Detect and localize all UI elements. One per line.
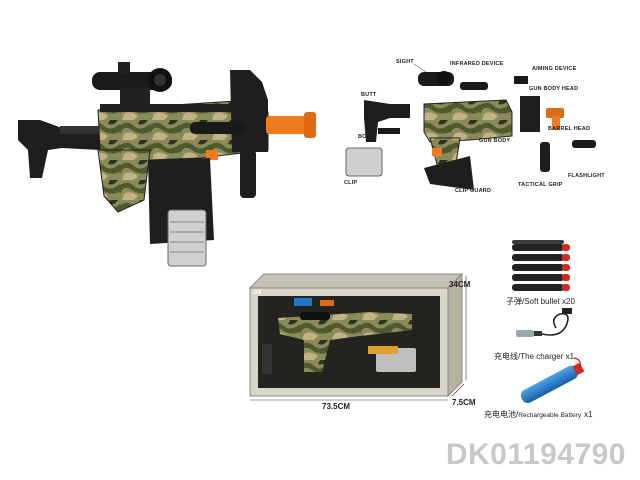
label-tactical-grip: TACTICAL GRIP	[518, 182, 563, 188]
product-code: DK01194790	[445, 438, 626, 471]
battery-label-cn: 充电电池/	[484, 410, 519, 419]
charger-cable-image	[516, 308, 572, 337]
label-gun-body: GUN BODY	[479, 138, 511, 144]
main-blaster-image	[18, 62, 316, 267]
soft-darts-image	[512, 240, 570, 291]
package-box-image	[248, 272, 464, 398]
box-brand-logo: GX	[253, 290, 262, 296]
label-butt: BUTT	[361, 92, 377, 98]
exploded-parts-diagram	[345, 63, 596, 190]
dimension-height: 34CM	[449, 280, 471, 289]
label-bolt: BOLT	[358, 134, 374, 140]
battery-qty: x1	[584, 410, 593, 419]
dimension-depth: 7.5CM	[452, 398, 476, 407]
label-gun-body-head: GUN BODY HEAD	[529, 86, 579, 92]
dimension-lines	[250, 276, 467, 401]
label-clip: CLIP	[344, 180, 358, 186]
label-clip-guard: CLIP GUARD	[455, 188, 492, 194]
dimension-width: 73.5CM	[322, 402, 351, 411]
soft-bullet-label: 子弹/Soft bullet x20	[506, 297, 575, 306]
rechargeable-battery-image	[520, 357, 585, 404]
label-infrared-device: INFRARED DEVICE	[450, 61, 504, 67]
charger-label: 充电线/The charger x1	[494, 352, 575, 361]
label-flashlight: FLASHLIGHT	[568, 173, 605, 179]
label-aiming-device: AIMING DEVICE	[532, 66, 577, 72]
label-sight: SIGHT	[396, 59, 414, 65]
label-barrel-head: BARREL HEAD	[548, 126, 591, 132]
battery-label-en: Rechargeable Battery	[518, 412, 582, 419]
